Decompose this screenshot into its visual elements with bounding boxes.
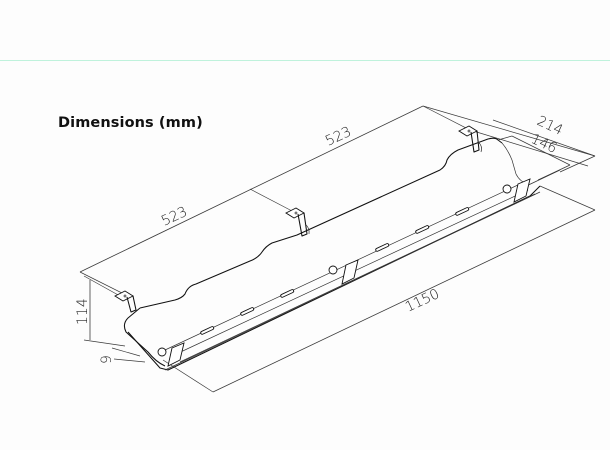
dim-label-114: 114 [75,298,91,325]
dim-label-523-left: 523 [159,204,190,230]
tray-slots [200,207,470,335]
header-divider [0,60,610,61]
dimension-lines [79,105,596,393]
dim-label-9: 9 [99,355,115,364]
mounting-brackets [114,125,482,313]
tray-clamps [157,178,531,367]
dim-label-523-right: 523 [323,124,354,150]
dim-label-1150: 1150 [403,286,442,316]
page-title: Dimensions (mm) [58,115,203,131]
